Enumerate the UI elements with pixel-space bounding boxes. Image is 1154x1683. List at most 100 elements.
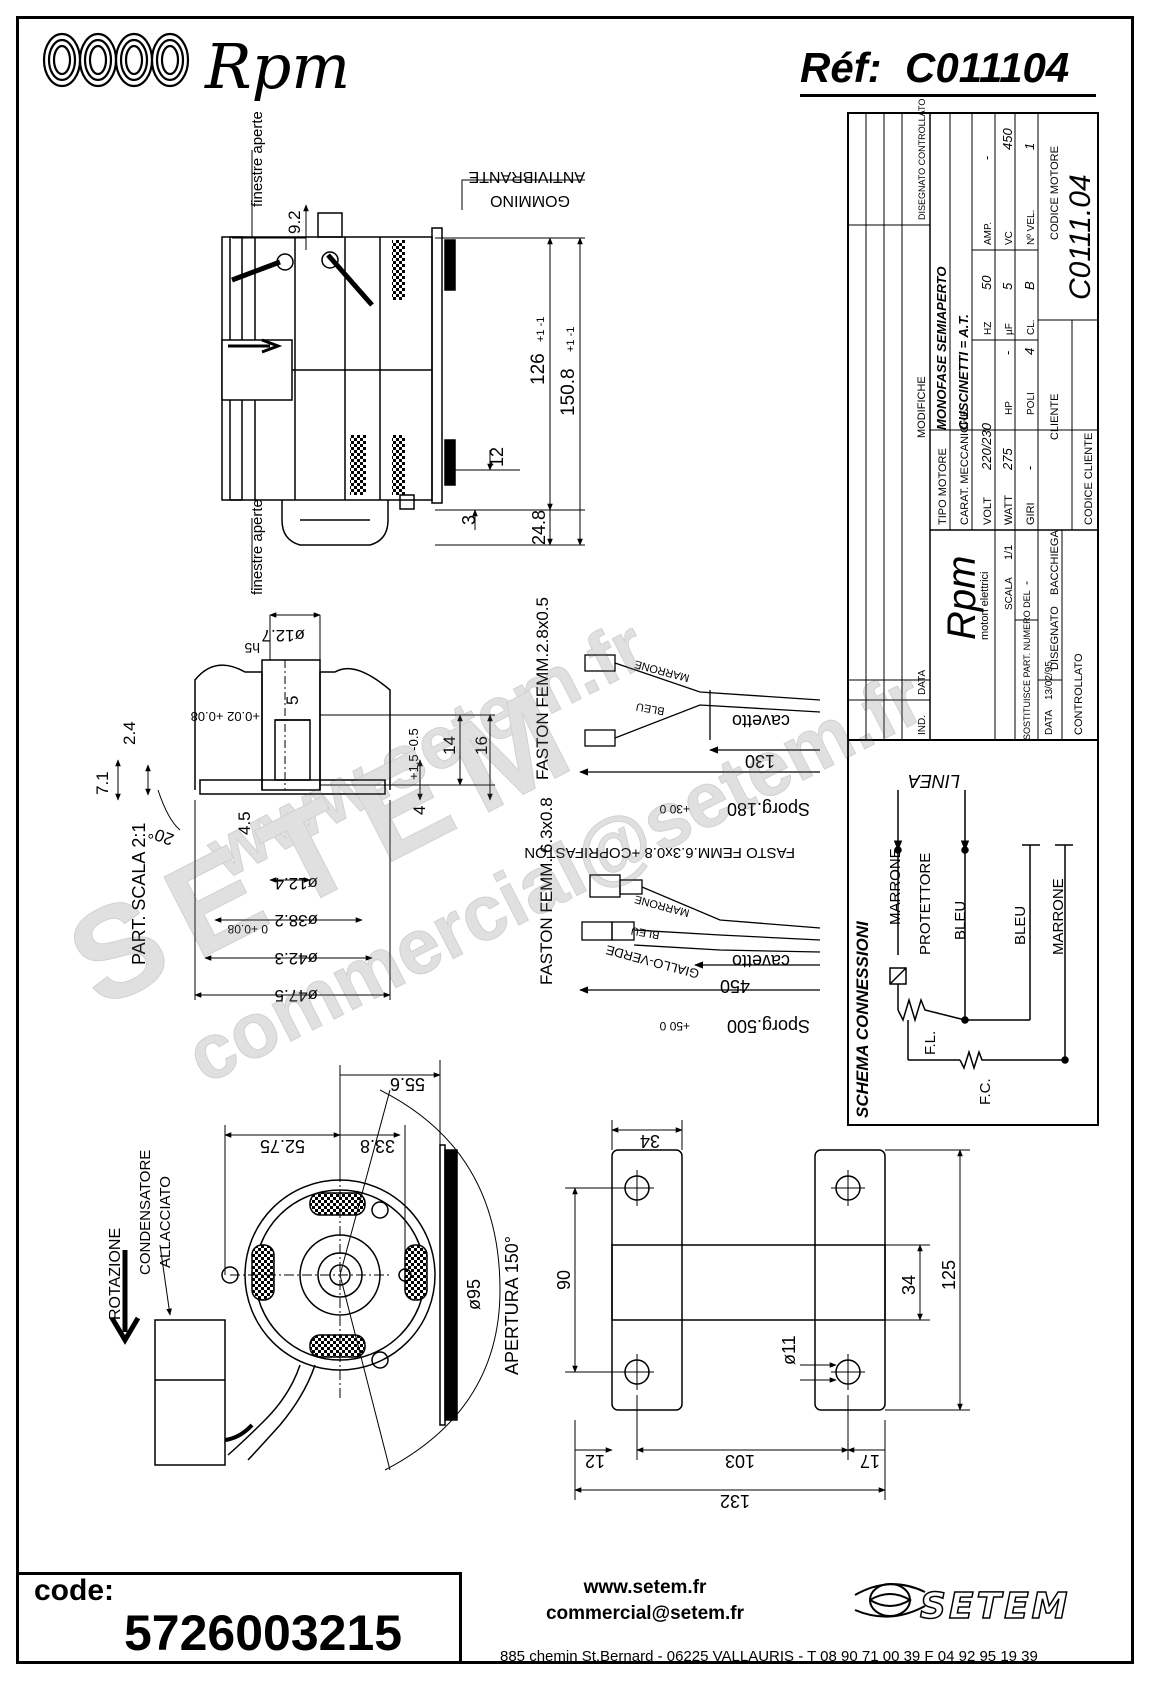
- title-block: [847, 112, 1099, 1126]
- dim-12-bracket: 12: [585, 1451, 605, 1471]
- dim-14: 14: [440, 736, 459, 755]
- disegnato-label: DISEGNATO: [1049, 606, 1061, 670]
- ind-col: IND.: [917, 715, 928, 735]
- uf-label: µF: [1004, 323, 1015, 335]
- carat-label: CARAT. MECCANICHE: [959, 410, 971, 525]
- watt-value: 275: [1000, 448, 1015, 471]
- dim-4: 4: [410, 806, 429, 815]
- bracket-labels: 34 90 34 125 ø11 12 103 17 132: [554, 1131, 959, 1511]
- code-box: [18, 1572, 462, 1662]
- dim-103: 103: [725, 1451, 755, 1471]
- dim-125: 125: [939, 1260, 959, 1290]
- bleu-schema-1: BLEU: [952, 901, 969, 940]
- tol-126: +1 -1: [535, 317, 547, 342]
- part-scala-label: PART. SCALA 2:1: [129, 823, 149, 965]
- front-view-labels: 55.6 52.75 33.8 ø95 APERTURA 150° ROTAZI…: [107, 1074, 522, 1375]
- protettore-label: PROTETTORE: [917, 853, 934, 955]
- front-view-dimensions: [224, 1060, 441, 1275]
- antivibrante-label: ANTIVIBRANTE: [469, 168, 585, 185]
- tipo-motore-label: TIPO MOTORE: [937, 448, 949, 525]
- fasto-coprifaston: FASTO FEMM.6.3x0.8 +COPRIFASTON: [524, 844, 795, 861]
- bleu-2: BLEU: [630, 924, 660, 941]
- marrone-schema-2: MARRONE: [1050, 878, 1067, 955]
- code-value: 5726003215: [124, 1605, 403, 1661]
- email-link[interactable]: commercial@setem.fr: [545, 1603, 745, 1624]
- codice-cliente-label: CODICE CLIENTE: [1083, 433, 1095, 525]
- company-logo-text: Rpm: [940, 556, 984, 640]
- dim-132: 132: [720, 1491, 750, 1511]
- dim-33-8: 33.8: [360, 1136, 395, 1156]
- side-view-dimensions: [232, 150, 585, 590]
- apertura-150: APERTURA 150°: [502, 1236, 522, 1375]
- tol-500: +50 0: [659, 1019, 690, 1033]
- shaft-labels: PART. SCALA 2:1 ø12.7 h5 +0.02 +0.08 5 2…: [93, 626, 491, 1005]
- bracket-dimensions: [565, 1120, 970, 1500]
- tol-150-8: +1 -1: [565, 327, 577, 352]
- amp-value: -: [979, 156, 994, 160]
- shaft-dimensions: [115, 612, 495, 1000]
- dim-d12-7: ø12.7: [262, 626, 305, 645]
- bracket-view: [611, 1149, 886, 1411]
- codice-motore-label: CODICE MOTORE: [1049, 146, 1061, 240]
- cl-value: B: [1022, 281, 1037, 290]
- data-col: DATA: [917, 669, 928, 695]
- dim-2-4: 2.4: [120, 721, 139, 745]
- company-sub: motori elettrici: [979, 572, 991, 640]
- condensatore-label: CONDENSATORE: [137, 1150, 154, 1275]
- vc-value: 450: [1000, 128, 1015, 150]
- reference-code: Réf: C011104: [800, 44, 1069, 92]
- dim-d12-4: ø12.4: [275, 874, 318, 893]
- cl-label: CL.: [1026, 319, 1037, 335]
- scala-value: 1/1: [1003, 545, 1015, 560]
- ref-label: Réf:: [800, 44, 882, 91]
- dim-130: 130: [745, 751, 775, 771]
- dim-d11: ø11: [779, 1335, 799, 1365]
- scala-label: SCALA: [1004, 577, 1015, 610]
- fc-label: F.C.: [977, 1078, 994, 1105]
- website-link[interactable]: www.setem.fr: [583, 1577, 707, 1598]
- bleu-schema-2: BLEU: [1012, 906, 1029, 945]
- data-label: DATA: [1044, 709, 1055, 735]
- side-view-labels: finestre aperte finestre aperte 9.2 ANTI…: [249, 111, 585, 595]
- marrone-schema-1: MARRONE: [887, 848, 904, 925]
- dim-d38-2: ø38.2: [275, 911, 318, 930]
- dim-9-2: 9.2: [285, 210, 304, 234]
- dim-52-75: 52.75: [260, 1136, 305, 1156]
- setem-swirl-logo: [854, 1583, 926, 1618]
- cavetto-2: cavetto: [732, 951, 790, 971]
- faston-2-label: FASTON FEMM. 6.3x0.8: [537, 797, 556, 985]
- watt-label: WATT: [1003, 495, 1015, 525]
- motor-side-view: [221, 212, 456, 546]
- tipo-motore-value: MONOFASE SEMIAPERTO: [934, 267, 949, 431]
- dim-55-6: 55.6: [390, 1074, 425, 1094]
- tol-180: +30 0: [659, 802, 690, 816]
- vc-label: VC: [1004, 231, 1015, 245]
- giri-value: -: [1022, 466, 1037, 470]
- bleu-1: BLEU: [635, 700, 665, 717]
- schematic-labels: SCHEMA CONNESSIONI LINEA MARRONE PROTETT…: [853, 771, 1067, 1118]
- dim-d47-5: ø47.5: [275, 986, 318, 1005]
- dim-16: 16: [472, 736, 491, 755]
- dim-34-side: 34: [899, 1275, 919, 1295]
- hp-value: -: [1000, 351, 1015, 355]
- hp-label: HP: [1004, 401, 1015, 415]
- cavetto-1: cavetto: [732, 711, 790, 731]
- disegnato-value: BACCHIEGA: [1049, 530, 1061, 595]
- data-value: 13/02/95: [1044, 661, 1055, 700]
- ref-value: C011104: [905, 44, 1070, 91]
- dim-5: 5: [283, 696, 302, 705]
- wiring-schematic: [889, 790, 1073, 1071]
- company-address: 885 chemin St.Bernard - 06225 VALLAURIS …: [500, 1648, 1038, 1665]
- ref-underline: [800, 94, 1096, 97]
- dim-34-top: 34: [640, 1131, 660, 1151]
- dim-d95: ø95: [464, 1279, 484, 1310]
- setem-brand: SETEM: [919, 1585, 1071, 1628]
- sporg-500: Sporg.500: [727, 1016, 810, 1036]
- dim-126: 126: [528, 353, 549, 385]
- faston-1-label: FASTON FEMM.2.8x0.5: [533, 597, 552, 780]
- carat-value: CUSCINETTI = A.T.: [956, 314, 971, 430]
- uf-value: 5: [1000, 282, 1015, 290]
- tol-5: +0.02 +0.08: [191, 709, 260, 724]
- finestre-aperte-top: finestre aperte: [249, 111, 266, 207]
